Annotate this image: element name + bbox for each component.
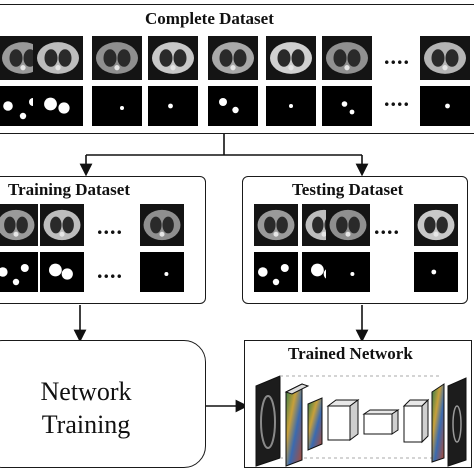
complete-ct-thumb-8 xyxy=(420,36,470,80)
complete-ct-thumb-3 xyxy=(92,36,142,80)
testing-mask-thumb-1 xyxy=(254,252,298,292)
training-mask-thumb-1 xyxy=(0,252,38,292)
complete-dataset-title: Complete Dataset xyxy=(145,9,274,28)
complete-mask-thumb-3 xyxy=(92,86,142,126)
complete-ct-thumb-5 xyxy=(208,36,258,80)
testing-ct-thumb-3 xyxy=(326,204,370,246)
output-mask-ring xyxy=(452,405,462,443)
network-training-line2: Training xyxy=(41,410,131,439)
training-ct-thumb-2 xyxy=(40,204,84,246)
training-mask-ellipsis: .... xyxy=(97,258,123,283)
network-training-line1: Network xyxy=(40,377,132,406)
training-mask-thumb-2 xyxy=(40,252,84,292)
input-ct-ring xyxy=(260,395,276,449)
complete-ct-thumb-7 xyxy=(322,36,372,80)
complete-mask-thumb-2 xyxy=(33,86,83,126)
training-ct-thumb-3 xyxy=(140,204,184,246)
complete-ct-thumb-6 xyxy=(266,36,316,80)
decoder-block-1-side xyxy=(421,398,429,444)
testing-dataset-title: Testing Dataset xyxy=(292,180,404,199)
testing-ct-thumb-4 xyxy=(414,204,458,246)
complete-mask-thumb-6 xyxy=(266,86,316,126)
testing-mask-thumb-4 xyxy=(414,252,458,292)
decoder-block-1-front xyxy=(403,405,423,443)
complete-mask-thumb-7 xyxy=(322,86,372,126)
trained-network-title: Trained Network xyxy=(288,344,413,363)
complete-mask-thumb-4 xyxy=(148,86,198,126)
encoder-block-3-front xyxy=(327,405,351,441)
encoder-block-1-side xyxy=(284,383,310,395)
bottleneck-side xyxy=(391,409,399,435)
training-ct-ellipsis: .... xyxy=(97,214,123,239)
complete-ct-thumb-2 xyxy=(33,36,83,80)
training-dataset-title: Training Dataset xyxy=(8,180,130,199)
network-training-panel xyxy=(0,340,206,468)
input-image-plane xyxy=(255,375,281,467)
output-image-plane xyxy=(447,377,467,467)
complete-mask-thumb-5 xyxy=(208,86,258,126)
testing-ct-ellipsis: .... xyxy=(374,214,400,239)
training-mask-thumb-3 xyxy=(140,252,184,292)
encoder-block-1 xyxy=(285,383,303,467)
decoder-block-2 xyxy=(431,383,445,463)
testing-ct-thumb-1 xyxy=(254,204,298,246)
testing-mask-thumb-3 xyxy=(326,252,370,292)
encoder-block-2 xyxy=(307,397,323,451)
complete-mask-thumb-8 xyxy=(420,86,470,126)
complete-ct-thumb-4 xyxy=(148,36,198,80)
training-ct-thumb-1 xyxy=(0,204,38,246)
network-architecture-illustration xyxy=(255,375,467,467)
bottleneck-front xyxy=(363,413,393,435)
encoder-block-3-side xyxy=(349,399,359,441)
